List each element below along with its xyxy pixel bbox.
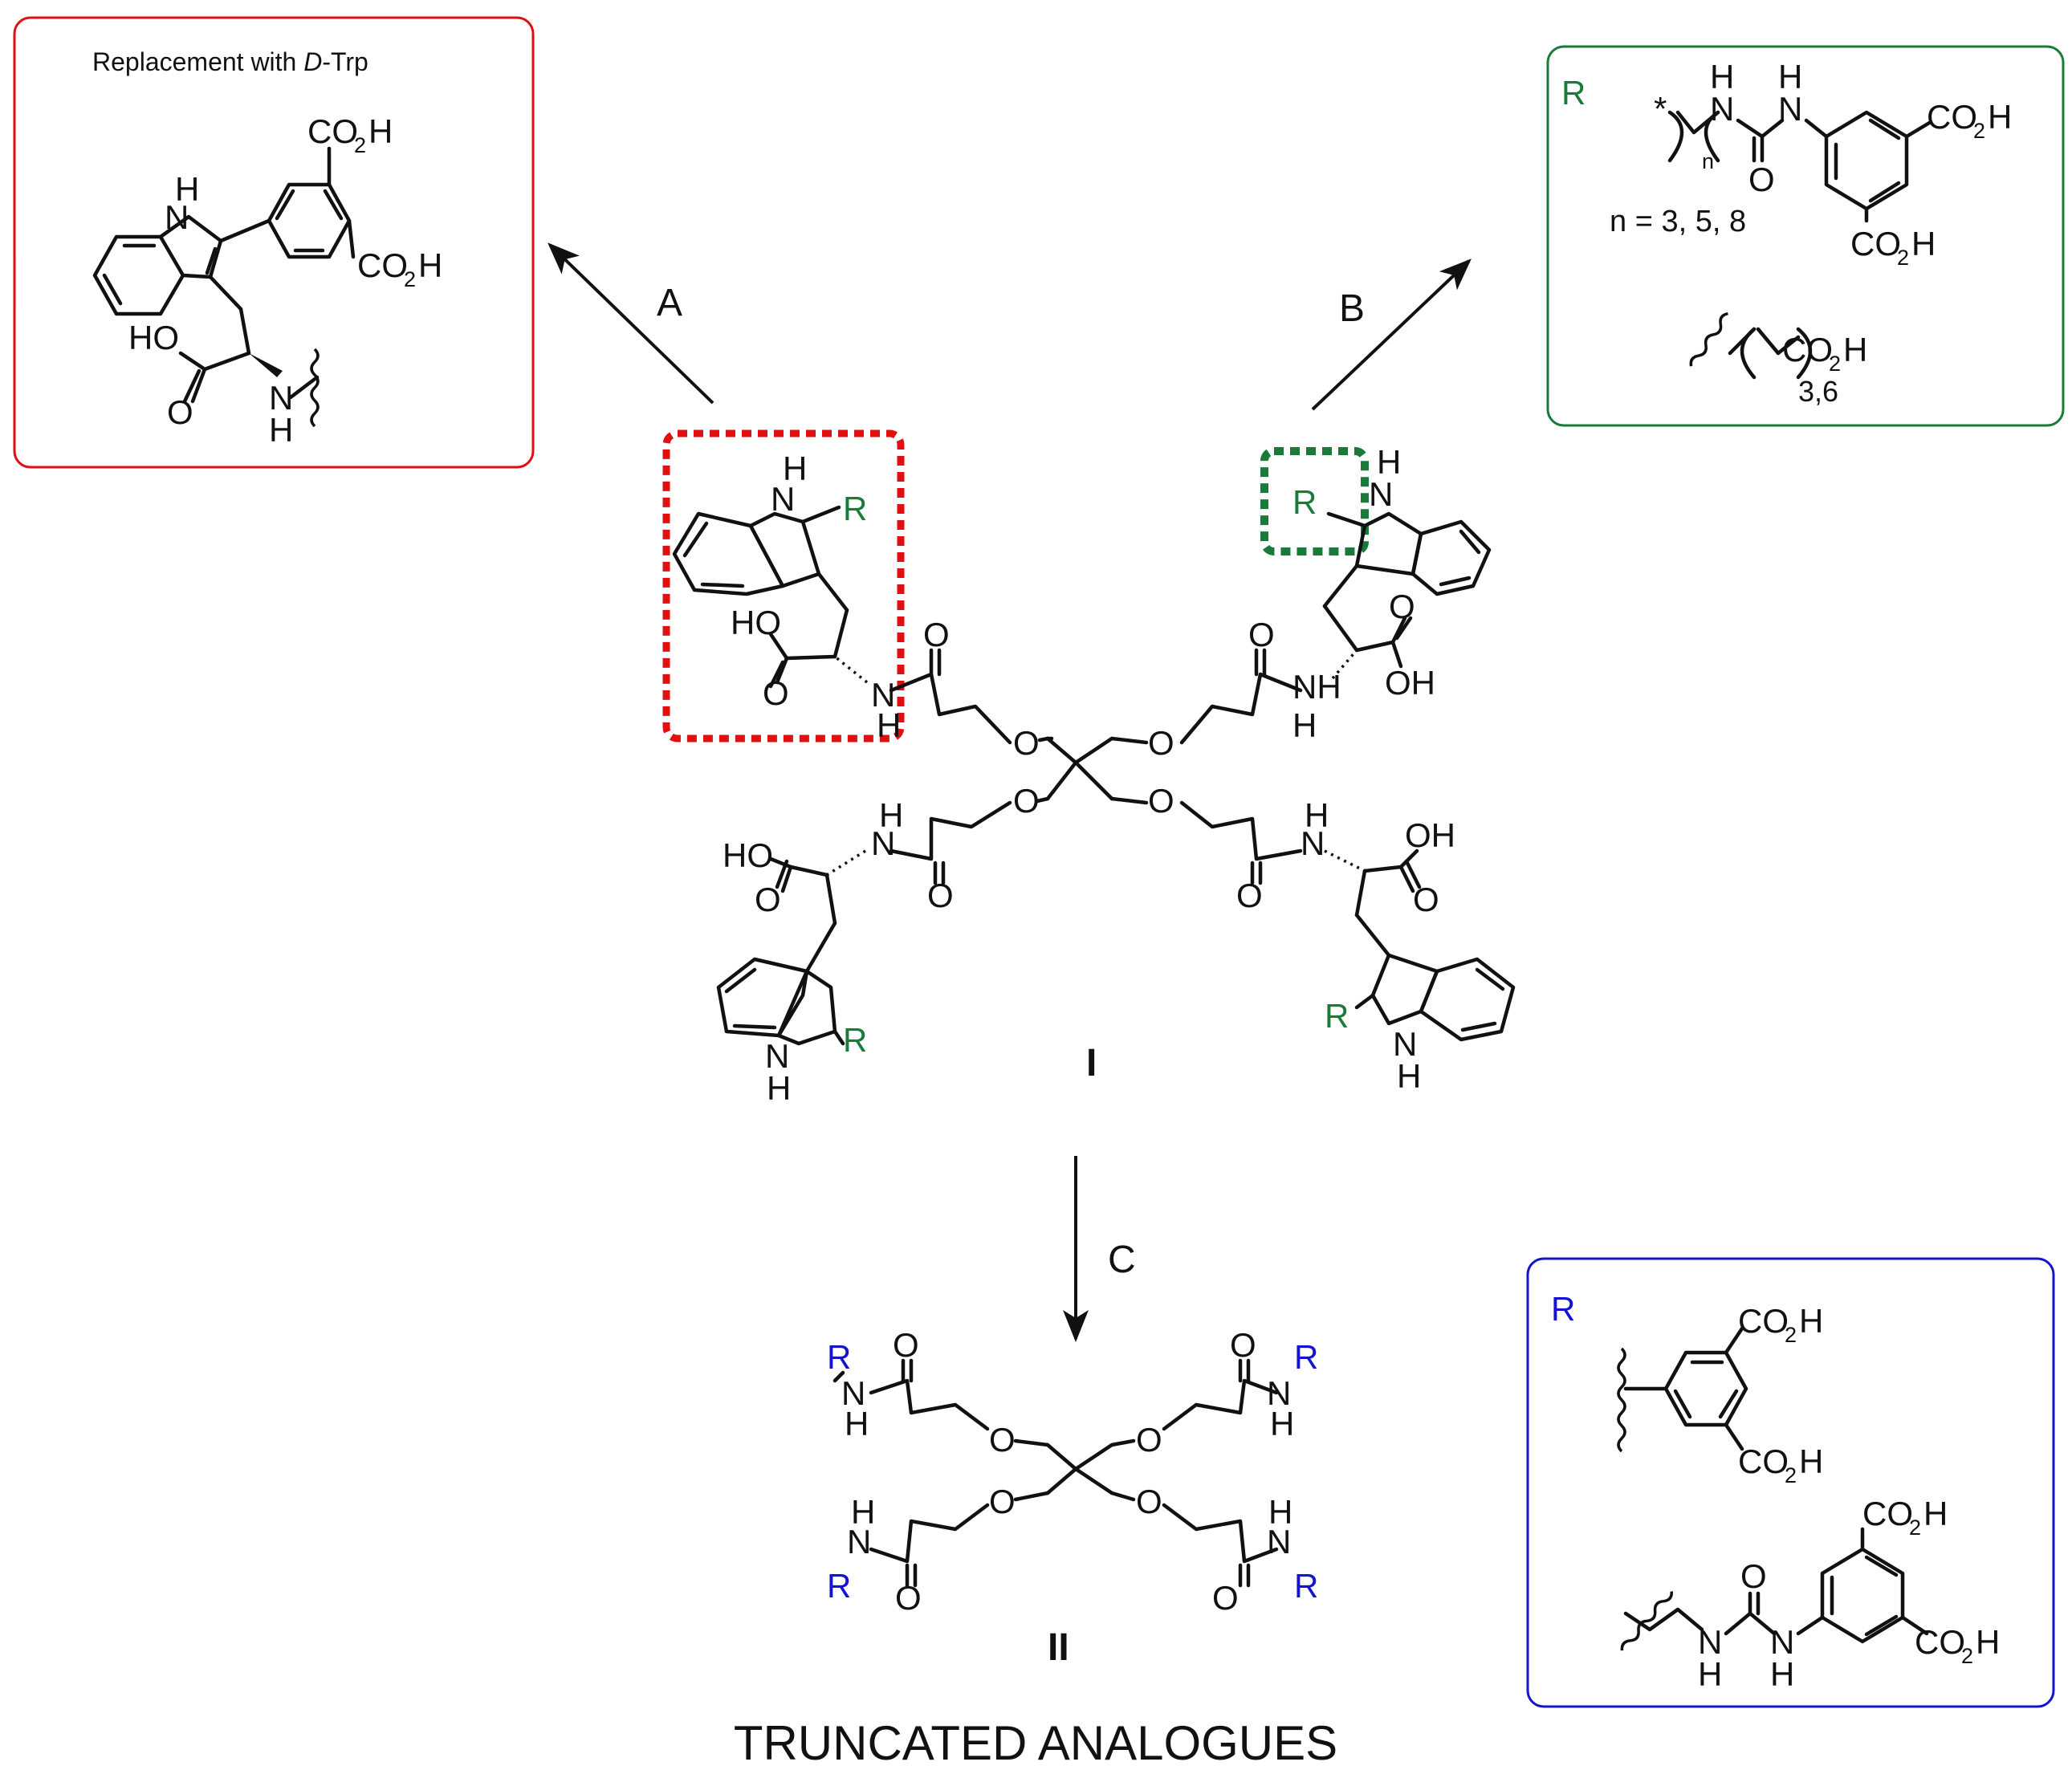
svg-text:R: R — [1294, 1567, 1318, 1605]
svg-text:O: O — [1740, 1557, 1767, 1595]
svg-text:O: O — [1148, 724, 1174, 762]
svg-text:O: O — [1413, 881, 1439, 918]
svg-text:3,6: 3,6 — [1798, 375, 1838, 408]
svg-text:O: O — [923, 616, 950, 653]
svg-text:O: O — [895, 1579, 922, 1617]
svg-text:O: O — [1230, 1326, 1256, 1364]
svg-text:H: H — [1268, 1493, 1292, 1531]
svg-text:N: N — [1393, 1025, 1417, 1063]
d-trp-panel-frame — [13, 16, 535, 469]
svg-text:*: * — [1654, 90, 1667, 128]
arrow-c: C — [1063, 1156, 1136, 1342]
svg-text:O: O — [763, 674, 789, 712]
svg-text:N: N — [1778, 90, 1802, 128]
svg-text:H: H — [1292, 706, 1317, 744]
svg-text:O: O — [1136, 1421, 1162, 1459]
svg-text:R: R — [1294, 1338, 1318, 1376]
svg-text:R: R — [1292, 483, 1317, 521]
svg-text:N: N — [1710, 90, 1734, 128]
d-trp-panel-caption: Replacement with D-Trp — [92, 47, 368, 76]
svg-text:H: H — [879, 796, 903, 834]
svg-text:N: N — [771, 480, 795, 518]
svg-text:H: H — [767, 1069, 791, 1107]
d-trp-aryl-structure: H N HO O N H — [92, 112, 443, 449]
svg-text:H: H — [1377, 443, 1401, 481]
svg-text:R: R — [827, 1567, 851, 1605]
svg-text:N: N — [841, 1374, 865, 1412]
svg-text:N: N — [1267, 1523, 1291, 1560]
green-r-panel: R * n H N O H N n = 3, 5, 8 3,6 — [1546, 45, 2065, 427]
svg-text:HO: HO — [128, 319, 179, 356]
svg-text:H: H — [1698, 1655, 1722, 1693]
svg-text:H: H — [877, 706, 901, 744]
svg-text:O: O — [1013, 782, 1040, 820]
green-r-label: R — [1561, 74, 1586, 112]
svg-text:H: H — [1770, 1655, 1794, 1693]
n-values-label: n = 3, 5, 8 — [1610, 205, 1746, 238]
svg-text:OH: OH — [1405, 816, 1455, 854]
svg-text:H: H — [783, 450, 807, 487]
svg-text:O: O — [167, 393, 193, 431]
green-r-panel-frame — [1546, 45, 2065, 427]
arrow-b: B — [1311, 258, 1472, 411]
svg-text:N: N — [1267, 1374, 1291, 1412]
svg-text:O: O — [1248, 616, 1275, 653]
svg-text:HO: HO — [723, 836, 773, 874]
svg-text:O: O — [1236, 877, 1263, 914]
svg-text:O: O — [893, 1326, 919, 1364]
svg-text:C: C — [1108, 1239, 1136, 1281]
svg-text:N: N — [871, 824, 895, 862]
svg-text:N: N — [1698, 1623, 1722, 1661]
svg-text:O: O — [989, 1483, 1016, 1520]
svg-text:n: n — [1702, 149, 1714, 173]
svg-text:N: N — [871, 676, 895, 714]
svg-text:H: H — [1397, 1057, 1421, 1095]
arrow-a: A — [548, 242, 714, 405]
compound-i-label: I — [1086, 1042, 1097, 1084]
svg-text:B: B — [1339, 287, 1365, 330]
svg-text:NH: NH — [1292, 668, 1341, 706]
blue-r-panel-frame — [1526, 1257, 2055, 1708]
red-dashed-highlight — [662, 429, 905, 743]
blue-r-label: R — [1551, 1290, 1575, 1328]
compound-ii-structure: O O O O O N H R O N H R O H N R O H N — [827, 1326, 1318, 1669]
compound-ii-label: II — [1048, 1626, 1069, 1669]
svg-text:H: H — [175, 170, 199, 208]
svg-text:R: R — [827, 1338, 851, 1376]
svg-text:O: O — [1748, 161, 1775, 198]
svg-text:R: R — [1325, 997, 1349, 1035]
svg-text:H: H — [1305, 796, 1329, 834]
svg-text:N: N — [165, 198, 189, 236]
green-dashed-highlight — [1260, 447, 1369, 555]
svg-text:N: N — [1369, 475, 1393, 513]
svg-text:HO: HO — [731, 604, 781, 641]
compound-i-structure: O O O O O N H O HO H N R O NH — [662, 429, 1516, 1107]
svg-text:N: N — [765, 1037, 789, 1075]
svg-text:H: H — [845, 1405, 869, 1442]
svg-text:R: R — [843, 1021, 867, 1059]
svg-text:O: O — [1212, 1579, 1239, 1617]
svg-text:O: O — [927, 877, 954, 914]
d-trp-replacement-panel: Replacement with D-Trp H N — [13, 16, 535, 469]
svg-text:N: N — [1770, 1623, 1794, 1661]
svg-text:O: O — [1389, 588, 1415, 625]
svg-text:H: H — [1710, 58, 1734, 96]
svg-text:N: N — [847, 1523, 871, 1560]
svg-text:O: O — [1013, 724, 1040, 762]
svg-text:A: A — [657, 282, 682, 324]
svg-text:H: H — [851, 1493, 875, 1531]
svg-text:O: O — [755, 881, 781, 918]
svg-text:R: R — [843, 490, 867, 527]
svg-text:O: O — [1148, 782, 1174, 820]
svg-text:O: O — [1136, 1483, 1162, 1520]
svg-text:OH: OH — [1385, 664, 1435, 702]
svg-text:O: O — [989, 1421, 1016, 1459]
svg-text:N: N — [1301, 824, 1325, 862]
svg-text:H: H — [269, 411, 293, 449]
svg-text:H: H — [1778, 58, 1802, 96]
svg-text:H: H — [1270, 1405, 1294, 1442]
blue-r-panel: R N H O N H — [1526, 1257, 2055, 1708]
truncated-analogues-caption: TRUNCATED ANALOGUES — [734, 1716, 1337, 1770]
